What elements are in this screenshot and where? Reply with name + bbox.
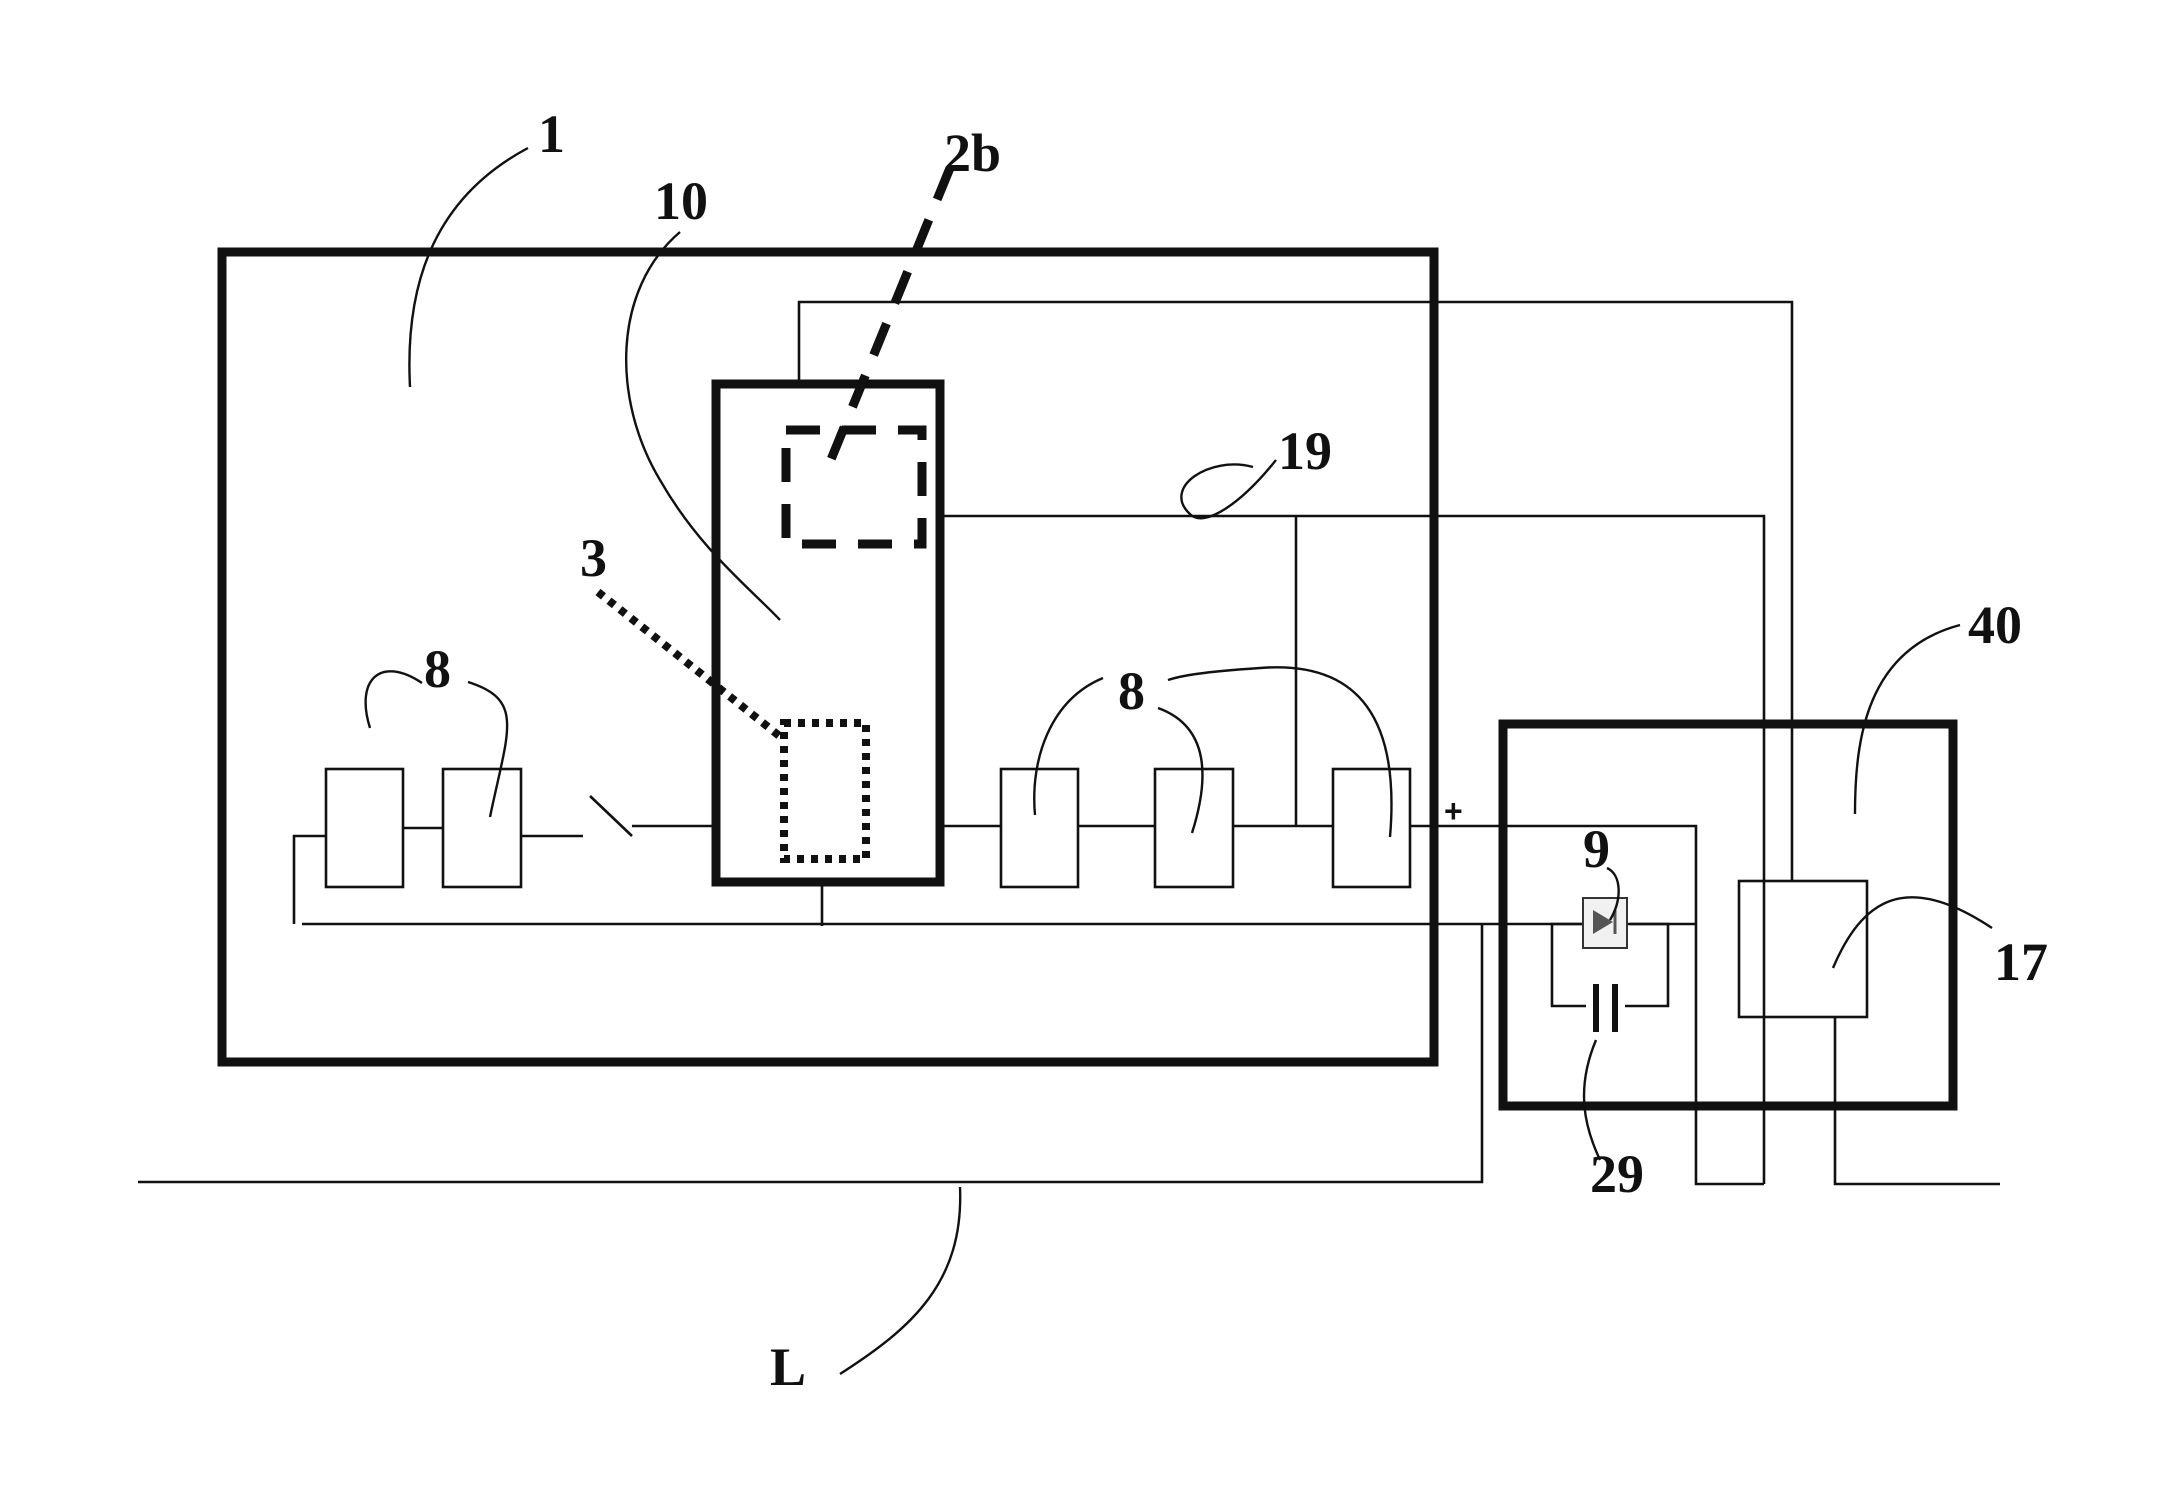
cell bbox=[1001, 769, 1078, 887]
label-8-right: 8 bbox=[1118, 661, 1145, 721]
label-8-left: 8 bbox=[424, 639, 451, 699]
label-29: 29 bbox=[1590, 1144, 1644, 1204]
leader-3 bbox=[598, 592, 782, 738]
block-2b-dashed bbox=[786, 430, 922, 544]
label-40: 40 bbox=[1968, 595, 2022, 655]
label-19: 19 bbox=[1278, 421, 1332, 481]
label-17: 17 bbox=[1994, 932, 2048, 992]
label-L: L bbox=[770, 1337, 806, 1397]
label-10: 10 bbox=[654, 171, 708, 231]
leader-2b bbox=[830, 168, 950, 462]
cell bbox=[326, 769, 403, 887]
cell bbox=[1333, 769, 1410, 887]
housing-1-outline bbox=[222, 252, 1434, 1062]
block-3-dotted bbox=[784, 723, 866, 859]
label-1: 1 bbox=[538, 104, 565, 164]
label-plus: + bbox=[1444, 793, 1463, 829]
wiring bbox=[138, 302, 2000, 1184]
label-3: 3 bbox=[580, 528, 607, 588]
label-9: 9 bbox=[1583, 819, 1610, 879]
unit-10-outline bbox=[716, 384, 940, 882]
leader-lines bbox=[366, 148, 1992, 1374]
switch-blade bbox=[590, 796, 632, 836]
component-17 bbox=[1739, 881, 1867, 1017]
label-2b: 2b bbox=[944, 123, 1001, 183]
cell bbox=[443, 769, 521, 887]
box-40-outline bbox=[1503, 724, 1953, 1106]
